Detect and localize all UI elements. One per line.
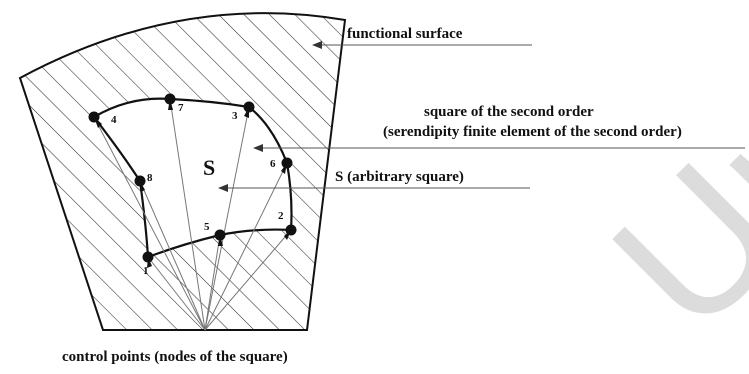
node-label-8: 8: [147, 172, 153, 184]
label-square-second-order: square of the second order: [424, 104, 594, 120]
node-label-1: 1: [143, 265, 149, 277]
node-label-4: 4: [111, 114, 117, 126]
node-5: [214, 229, 226, 241]
control-point-leaders: [93, 98, 292, 331]
label-arbitrary-square: S (arbitrary square): [335, 169, 464, 185]
callout-arrows: [222, 44, 745, 189]
node-labels: 1 2 3 4 5 6 7 8: [111, 102, 284, 277]
node-6: [281, 157, 293, 169]
node-4: [88, 111, 100, 123]
node-label-3: 3: [232, 110, 238, 122]
square-symbol: S: [203, 155, 215, 180]
node-7: [164, 93, 176, 105]
node-8: [134, 175, 146, 187]
node-label-5: 5: [204, 221, 210, 233]
node-3: [243, 101, 255, 113]
control-nodes: [88, 93, 297, 263]
node-2: [285, 224, 297, 236]
watermark-text: Univ: [573, 0, 749, 369]
label-serendipity-element: (serendipity finite element of the secon…: [383, 124, 682, 140]
callout-arrowheads: [218, 41, 322, 192]
label-functional-surface: functional surface: [347, 26, 463, 42]
label-control-points: control points (nodes of the square): [62, 349, 288, 365]
node-label-7: 7: [178, 102, 184, 114]
node-label-6: 6: [270, 158, 276, 170]
node-1: [142, 251, 154, 263]
node-label-2: 2: [278, 210, 284, 222]
